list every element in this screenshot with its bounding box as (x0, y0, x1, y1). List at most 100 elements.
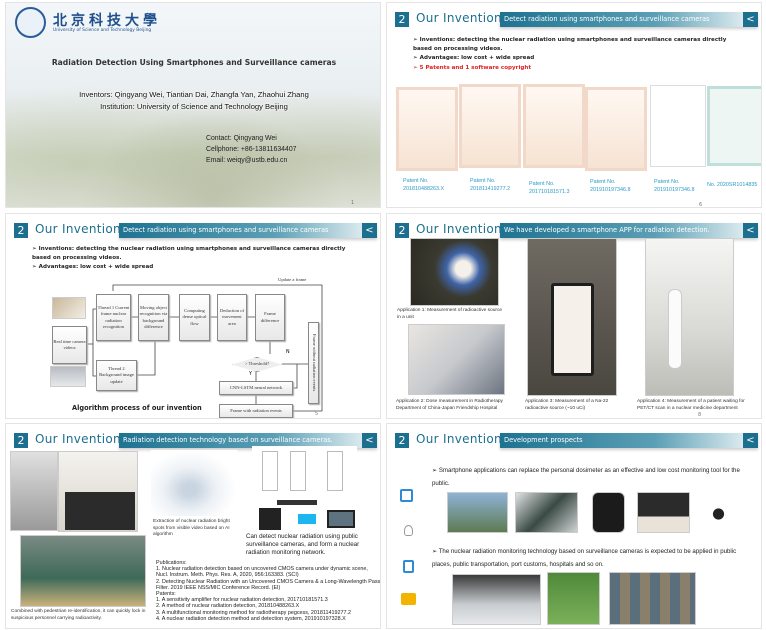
section-title: Our Inventions (416, 11, 509, 25)
flow-moving-object: Moving object recognition via background… (138, 294, 169, 341)
bullet-advantages: ➢ Advantages: low cost + wide spread (32, 264, 154, 270)
bullet-surveillance: ➢ The nuclear radiation monitoring techn… (432, 548, 737, 568)
patent-certificate-image (396, 87, 458, 171)
bullet-text: Advantages: low cost + wide spread (38, 264, 154, 270)
radiation-3d-plot (151, 450, 237, 516)
bullet-text: 5 Patents and 1 software copyright (419, 65, 532, 71)
lightbulb-icon (404, 525, 413, 536)
flow-frame-without-radiation-text: Frame without radiation events (311, 334, 317, 392)
extraction-caption: Extraction of nuclear radiation bright s… (153, 519, 230, 537)
smartphone-photo (447, 492, 508, 533)
patent-item: 4. A nuclear radiation detection method … (156, 615, 346, 622)
cellphone: Cellphone: +86-13811634407 (206, 146, 297, 153)
publication-item: 2. Detecting Nuclear Radiation with an U… (156, 578, 381, 591)
lab-photo (58, 451, 138, 532)
campus-photo-background (6, 63, 380, 207)
laptop-photo (637, 492, 690, 533)
application1-photo (410, 238, 499, 306)
bullet-inventions: ➢ Inventions: detecting the nuclear radi… (413, 37, 727, 52)
monitoring-center-photo (609, 572, 696, 625)
contact: Contact: Qingyang Wei (206, 135, 277, 142)
server (259, 508, 281, 530)
patent-label-title: Patent No. (529, 181, 555, 187)
publications-heading: Publications: (156, 560, 187, 566)
bullet-text: Inventions: detecting the nuclear radiat… (32, 246, 346, 261)
publications-list: Publications: 1. Nuclear radiation detec… (156, 560, 381, 622)
patent-number: 201810488263.X (403, 185, 445, 192)
network-caption: Can detect nuclear radiation using publi… (246, 533, 360, 556)
university-name-cn: 北京科技大學 (53, 13, 161, 29)
slide-title[interactable]: 北京科技大學 University of Science and Technol… (5, 2, 381, 208)
section-number: 2 (395, 433, 409, 448)
section-number: 2 (14, 223, 28, 238)
patent-number: 201811419277.2 (470, 185, 511, 192)
patent-item: 2. A method of nuclear radiation detecti… (156, 603, 300, 610)
section-title: Our Inventions (416, 222, 509, 236)
share-icon[interactable]: < (362, 223, 377, 238)
pedestrian-reid-photo (20, 535, 146, 607)
patent-label: Patent No.201710181571.3 (529, 181, 569, 196)
patent-label-title: Patent No. (470, 178, 496, 184)
flow-optical-flow: Computing dense optical flow (179, 294, 210, 341)
processing-unit (298, 514, 316, 524)
page-number: 6 (699, 202, 703, 208)
patents-heading: Patents: (156, 591, 176, 598)
slide-banner: Detect radiation using smartphones and s… (119, 223, 377, 238)
slide-banner: Development prospects (500, 433, 758, 448)
building-icon (401, 593, 416, 605)
flow-update-label: Update a frame (278, 277, 307, 282)
patent-number: 201710181571.3 (529, 188, 570, 195)
flow-frame-without-radiation: Frame without radiation events (308, 322, 319, 404)
section-title: Our Inventions (35, 432, 128, 446)
bullet-advantages: ➢ Advantages: low cost + wide spread (413, 55, 535, 61)
presentation-title: Radiation Detection Using Smartphones an… (51, 58, 337, 67)
patent-label-title: Patent No. (654, 179, 680, 185)
share-icon[interactable]: < (743, 433, 758, 448)
patent-certificate-image (650, 85, 706, 167)
application2-photo (408, 324, 505, 395)
section-title: Our Inventions (35, 222, 128, 236)
patent-item: 3. A multifunctional monitoring method f… (156, 609, 351, 616)
flow-threshold-decision: > Threshold? (232, 357, 282, 372)
slide-surveillance[interactable]: 2 Our Inventions Radiation detection tec… (5, 423, 381, 629)
email[interactable]: Email: weiqy@ustb.edu.cn (206, 157, 288, 164)
webcam-photo (699, 496, 729, 532)
patent-certificate-image (523, 84, 585, 168)
surveillance-camera-photo (52, 297, 86, 319)
page-number: 8 (698, 412, 702, 418)
application4-caption: Application 4: Measurement of a patient … (637, 399, 745, 411)
share-icon[interactable]: < (743, 223, 758, 238)
slide-banner: We have developed a smartphone APP for r… (500, 223, 758, 238)
slide-algorithm[interactable]: 2 Our Inventions Detect radiation using … (5, 213, 381, 419)
software-copyright-image (707, 86, 761, 166)
page-number: 1 (351, 200, 355, 206)
bullet-text: Inventions: detecting the nuclear radiat… (413, 37, 727, 52)
patent-certificate-image (585, 87, 647, 171)
slide-smartphone-app[interactable]: 2 Our Inventions We have developed a sma… (386, 213, 762, 419)
slide-prospects[interactable]: 2 Our Inventions Development prospects <… (386, 423, 762, 629)
application3-caption: Application 3: Measurement of a Na-22 ra… (525, 399, 609, 411)
smartphone-camera-photo (50, 366, 86, 387)
slide-banner: Detect radiation using smartphones and s… (500, 12, 758, 27)
patent-label-title: Patent No. (403, 178, 429, 184)
university-logo-seal (15, 7, 46, 38)
section-title: Our Inventions (416, 432, 509, 446)
flow-realtime-videos: Real time camera videos (52, 326, 87, 364)
copyright-number: No. 2020SR1014835 (707, 182, 758, 188)
bullet-text: Smartphone applications can replace the … (432, 467, 740, 487)
flow-yes-label: Y (249, 372, 252, 377)
slide-patents[interactable]: 2 Our Inventions Detect radiation using … (386, 2, 762, 208)
share-icon[interactable]: < (743, 12, 758, 27)
bullet-text: Advantages: low cost + wide spread (419, 55, 535, 61)
bullet-patents: ➢ 5 Patents and 1 software copyright (413, 65, 532, 71)
radiation-box (65, 492, 135, 530)
flow-thread2: Thread 2 Background image update (96, 360, 137, 391)
slide-banner: Radiation detection technology based on … (119, 433, 377, 448)
camera-node (290, 451, 306, 491)
flow-no-label: N (286, 350, 290, 355)
subway-camera-photo (452, 574, 541, 625)
smartwatch-photo (592, 492, 625, 533)
section-number: 2 (14, 433, 28, 448)
share-icon[interactable]: < (362, 433, 377, 448)
camera-setup-photo (10, 451, 58, 531)
